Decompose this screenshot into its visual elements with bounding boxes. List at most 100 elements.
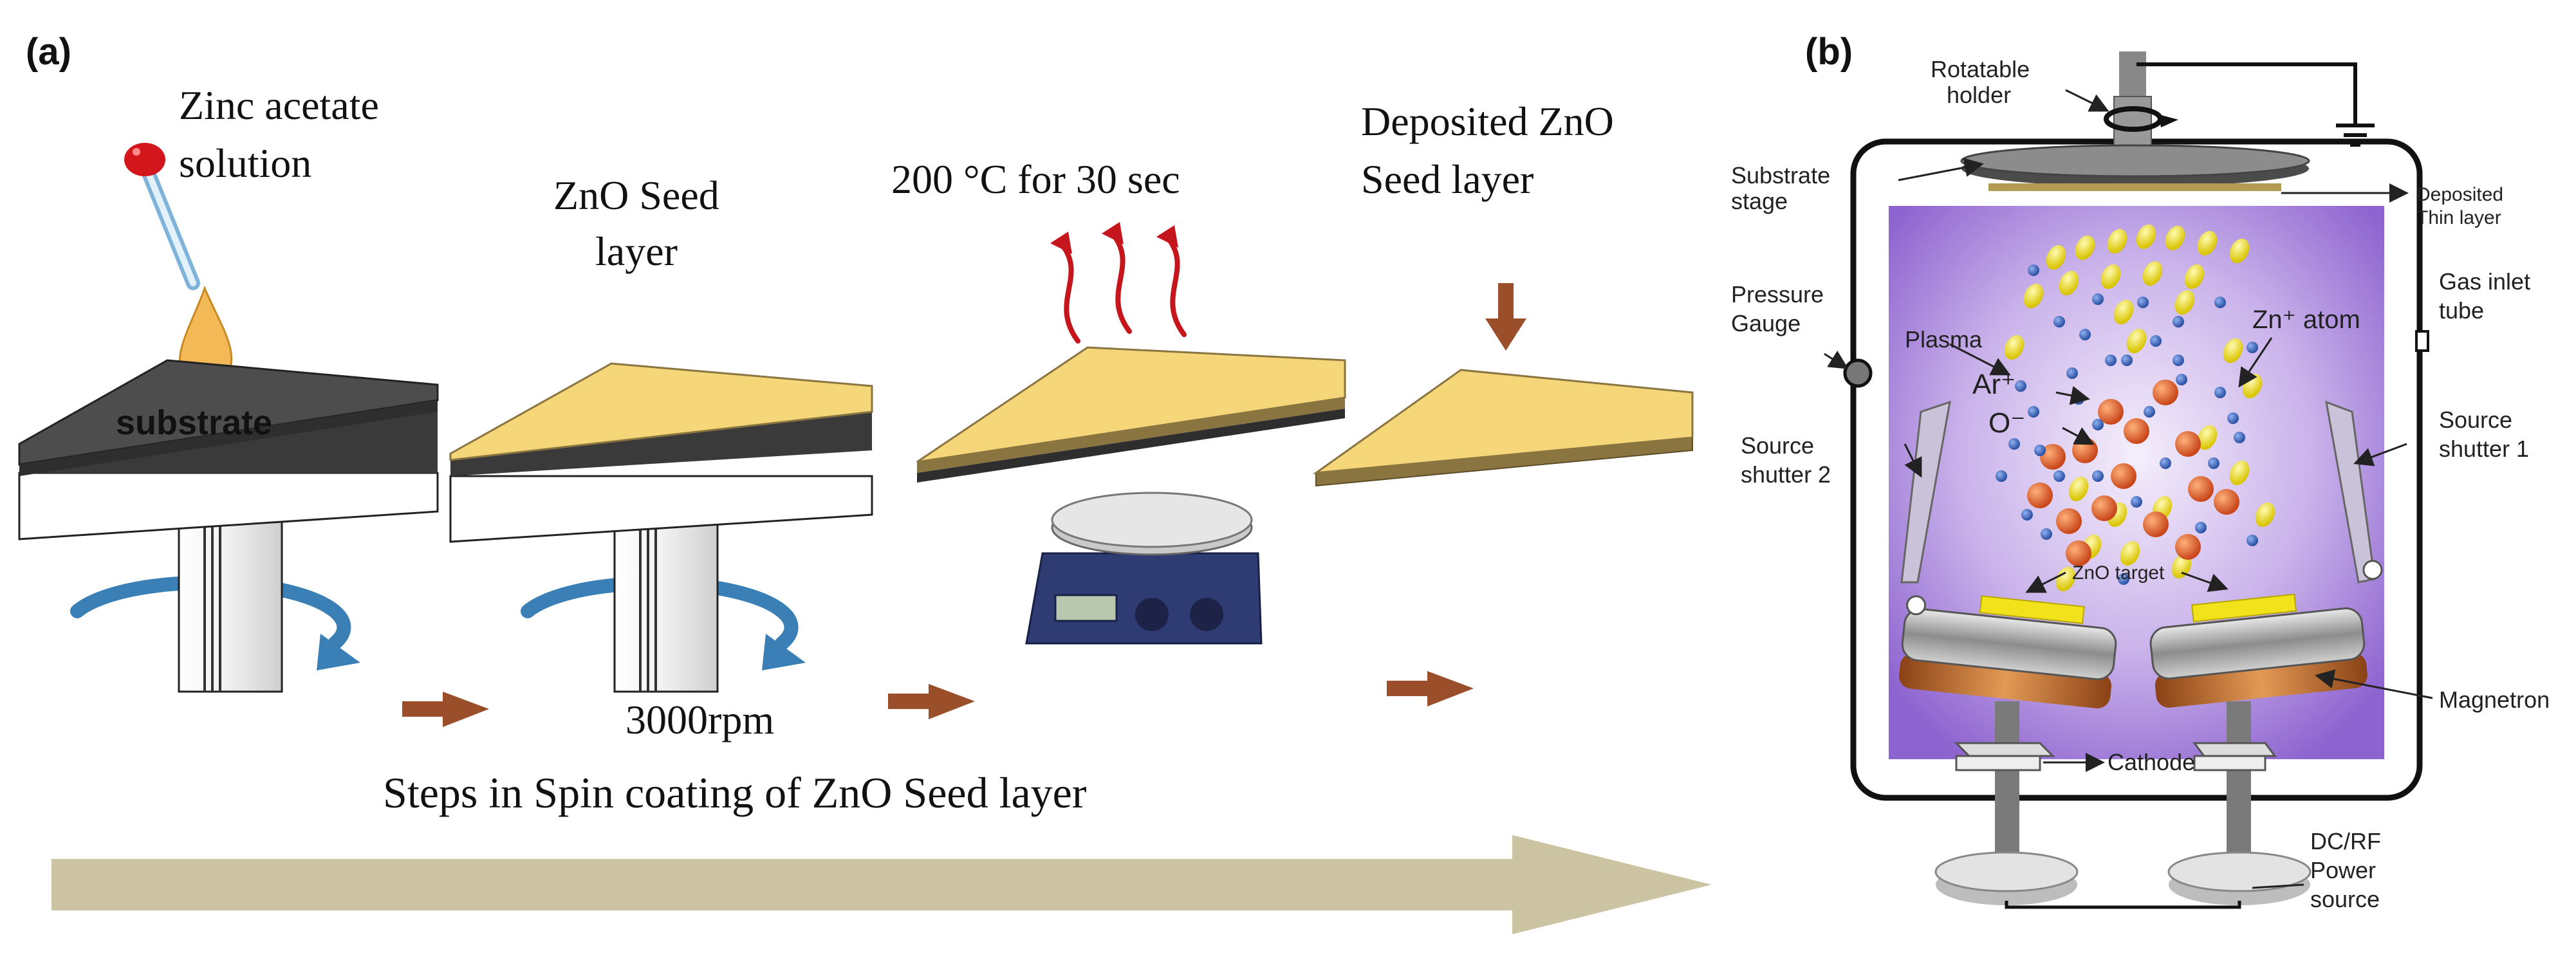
substrate-stage-label: Substrate bbox=[1731, 162, 1830, 189]
source-shutter-2 bbox=[1900, 400, 1951, 584]
zno-target-left bbox=[1979, 595, 2085, 624]
zn-atom-particle bbox=[2004, 335, 2025, 360]
ar-ion-particle bbox=[2173, 316, 2184, 327]
shutter2-label-2: shutter 2 bbox=[1741, 461, 1831, 488]
zinc-acetate-label: Zinc acetate bbox=[179, 82, 379, 128]
zn-atom-particle bbox=[2229, 238, 2250, 264]
leader-shutter2 bbox=[1904, 443, 1922, 478]
ar-ion-particle bbox=[2121, 355, 2133, 366]
o-ion-particle bbox=[2188, 476, 2214, 502]
ar-ion-particle bbox=[2053, 316, 2065, 327]
zn-atom-particle bbox=[2113, 299, 2134, 325]
gas-inlet-label: Gas inlet bbox=[2439, 268, 2530, 295]
ar-ion-particle bbox=[2015, 380, 2026, 392]
rpm-label: 3000rpm bbox=[625, 697, 774, 742]
panel-b-label: (b) bbox=[1805, 31, 1853, 73]
seed-layer-label-2: layer bbox=[595, 228, 678, 274]
o-ion-particle bbox=[2040, 444, 2066, 470]
dropper-icon bbox=[124, 143, 200, 290]
zn-atom-particle bbox=[2165, 225, 2185, 251]
o-ion-particle bbox=[2056, 508, 2082, 534]
ar-ion-particle bbox=[2092, 293, 2104, 305]
leader-target-left bbox=[2025, 571, 2066, 593]
ar-ion-particle bbox=[2079, 329, 2091, 340]
deposited-thin-label: Deposited bbox=[2416, 184, 2503, 205]
leader-rotatable bbox=[2065, 89, 2109, 112]
power-label: DC/RF bbox=[2310, 828, 2381, 854]
panel-a-label: (a) bbox=[26, 31, 71, 73]
magnetron-label: Magnetron bbox=[2439, 686, 2550, 713]
leader-o bbox=[2062, 427, 2095, 445]
zn-atom-particle bbox=[2075, 235, 2095, 261]
magnetron-left bbox=[1899, 595, 2117, 708]
ar-ion-particle bbox=[2021, 509, 2033, 520]
process-arrow bbox=[51, 835, 1712, 934]
pressure-gauge-label: Pressure bbox=[1731, 281, 1824, 308]
o-ion-particle bbox=[2066, 540, 2091, 566]
zn-atom-particle bbox=[2023, 283, 2044, 309]
shutter2-label: Source bbox=[1741, 432, 1814, 459]
leader-shutter1 bbox=[2353, 443, 2407, 466]
ar-ion-particle bbox=[2150, 335, 2162, 347]
ar-ion-particle bbox=[2176, 374, 2187, 385]
zn-atom-particle bbox=[2142, 261, 2163, 286]
ar-ion-label: Ar⁺ bbox=[1972, 369, 2015, 400]
annealed-substrate bbox=[916, 346, 1346, 483]
ar-ion-particle bbox=[2227, 412, 2239, 424]
ar-ion-particle bbox=[2073, 393, 2084, 405]
zn-atom-particle bbox=[2197, 425, 2218, 450]
zn-atom-particle bbox=[2223, 338, 2243, 364]
leader-substrate-stage bbox=[1898, 158, 1984, 181]
zn-atom-particle bbox=[2197, 230, 2218, 256]
ar-ion-particle bbox=[2144, 406, 2155, 418]
cathode-label: Cathode bbox=[2108, 749, 2195, 775]
zn-atom-particle bbox=[2107, 228, 2127, 254]
deposited-label-2: Seed layer bbox=[1361, 156, 1534, 202]
ar-ion-particle bbox=[2008, 438, 2020, 450]
deposited-label: Deposited ZnO bbox=[1361, 98, 1614, 144]
pressure-gauge-label-2: Gauge bbox=[1731, 310, 1801, 336]
o-ion-particle bbox=[2153, 380, 2178, 405]
o-ion-particle bbox=[2091, 495, 2117, 521]
ar-ion-particle bbox=[2053, 470, 2065, 482]
magnetron-right bbox=[2149, 560, 2383, 708]
ar-ion-particle bbox=[2028, 406, 2039, 418]
zn-atom-particle bbox=[2171, 553, 2192, 579]
zno-target-label: ZnO target bbox=[2072, 562, 2165, 584]
ar-ion-particle bbox=[2214, 387, 2226, 398]
ar-ion-particle bbox=[2131, 496, 2142, 508]
rotatable-label-2: holder bbox=[1947, 82, 2011, 108]
ground-icon bbox=[2336, 97, 2375, 147]
o-ion-particle bbox=[2098, 399, 2124, 425]
zn-atom-particle bbox=[2120, 540, 2140, 566]
ar-ion-particle bbox=[2118, 573, 2129, 585]
spin-coater-2 bbox=[449, 362, 873, 693]
ar-ion-particle bbox=[2105, 355, 2117, 366]
o-ion-particle bbox=[2027, 483, 2053, 508]
zn-atom-label: Zn⁺ atom bbox=[2252, 306, 2360, 334]
deposited-thin-layer bbox=[1988, 183, 2281, 191]
ar-ion-particle bbox=[2137, 297, 2149, 308]
ar-ion-particle bbox=[2247, 342, 2258, 353]
power-label-2: Power bbox=[2310, 857, 2376, 883]
zn-atom-particle bbox=[2068, 476, 2089, 502]
deposited-thin-label-2: Thin layer bbox=[2416, 207, 2501, 228]
leader-pressure bbox=[1824, 350, 1849, 369]
zn-atom-particle bbox=[2055, 566, 2076, 592]
o-ion-label: O⁻ bbox=[1988, 407, 2025, 439]
o-ion-particle bbox=[2124, 418, 2149, 444]
ar-ion-particle bbox=[2160, 457, 2171, 469]
plasma-label: Plasma bbox=[1905, 326, 1983, 353]
zn-atom-particle bbox=[2059, 270, 2079, 296]
zn-atom-particle bbox=[2255, 502, 2275, 528]
leader-target-right bbox=[2181, 571, 2229, 593]
heat-wave-tips bbox=[1050, 222, 1178, 254]
pressure-gauge-icon bbox=[1843, 358, 1873, 388]
seed-layer-label: ZnO Seed bbox=[553, 172, 719, 218]
ar-ion-particle bbox=[2092, 419, 2104, 430]
power-source-discs bbox=[1934, 851, 2312, 909]
zno-target-right bbox=[2191, 593, 2297, 623]
gas-inlet-icon bbox=[2415, 330, 2429, 352]
shutter1-label-2: shutter 1 bbox=[2439, 436, 2529, 462]
zn-atom-particle bbox=[2229, 460, 2250, 486]
